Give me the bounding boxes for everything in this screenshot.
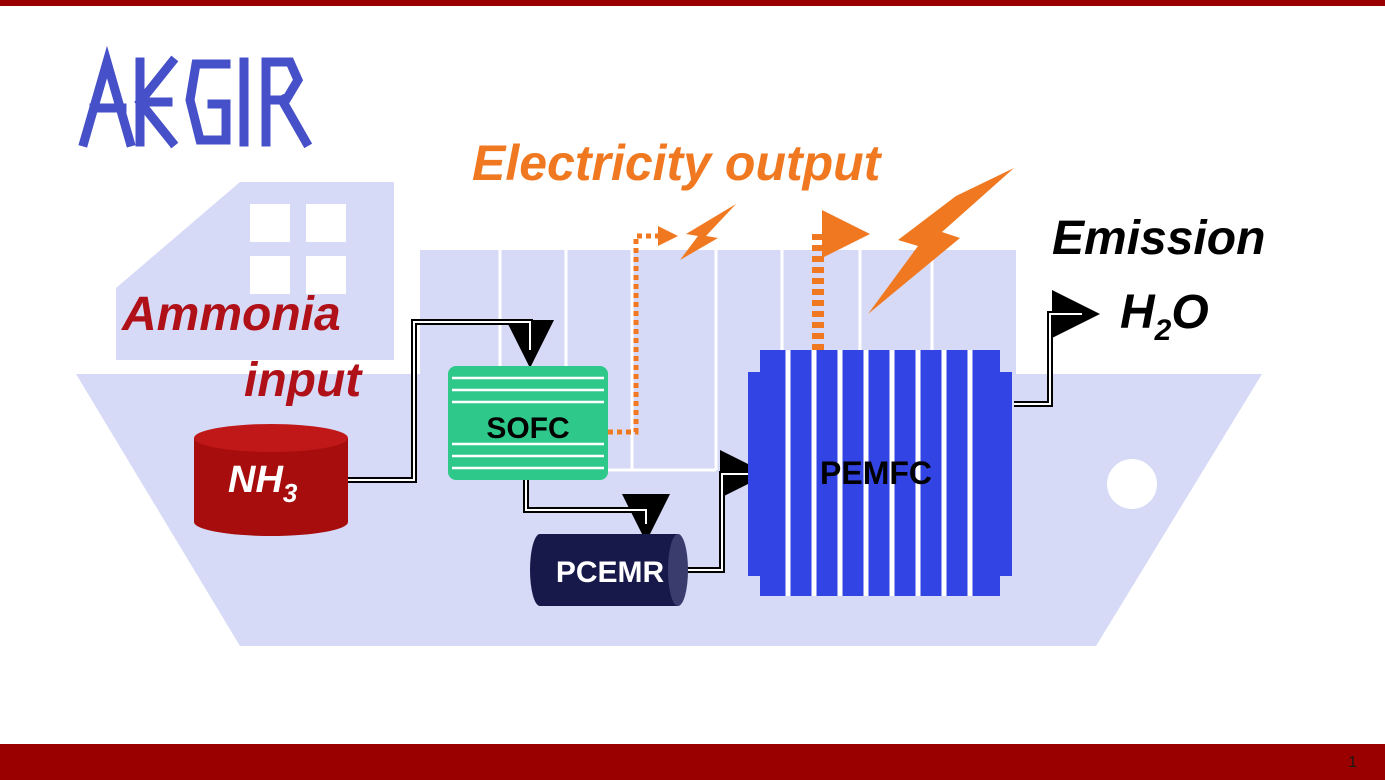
- bottom-brand-bar: [0, 744, 1385, 780]
- pcemr-label: PCEMR: [556, 556, 665, 589]
- ammonia-label-line2: input: [244, 354, 363, 407]
- top-brand-bar: [0, 0, 1385, 6]
- pemfc-stack: PEMFC: [748, 350, 1012, 596]
- aegir-logo: [78, 45, 313, 149]
- sofc-electricity-path: [608, 226, 678, 435]
- nh3-tank: NH3: [194, 424, 348, 536]
- nh3-label: NH3: [228, 459, 298, 508]
- sofc-stack: SOFC: [448, 366, 608, 480]
- large-lightning-icon: [868, 168, 1014, 314]
- h2o-label: H2O: [1120, 286, 1209, 347]
- porthole: [1107, 459, 1157, 509]
- pemfc-label: PEMFC: [820, 455, 932, 491]
- ammonia-label-line1: Ammonia: [121, 288, 341, 341]
- sofc-label: SOFC: [486, 412, 569, 445]
- small-lightning-icon: [680, 204, 736, 260]
- emission-label: Emission: [1052, 212, 1265, 265]
- electricity-output-label: Electricity output: [472, 135, 883, 191]
- slide-number: 1: [1348, 754, 1357, 771]
- pemfc-electricity-path: [812, 210, 870, 350]
- pcemr-reactor: PCEMR: [530, 534, 688, 606]
